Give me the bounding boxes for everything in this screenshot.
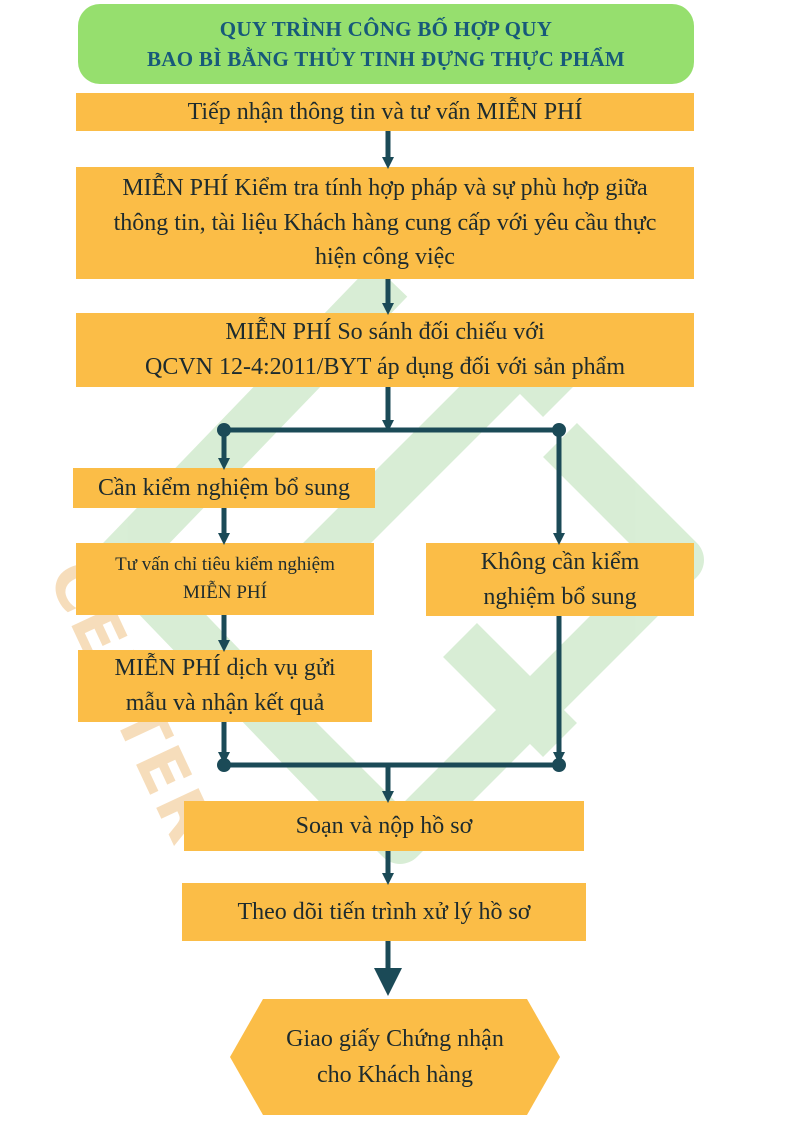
step-check-legality: MIỄN PHÍ Kiểm tra tính hợp pháp và sự ph… [76, 167, 694, 279]
step-check-legality-line-3: hiện công việc [315, 244, 455, 271]
step-compare-standard-line-2: QCVN 12-4:2011/BYT áp dụng đối với sản p… [145, 354, 625, 380]
merge-right-dot [552, 758, 566, 772]
step-prepare-dossier-label: Soạn và nộp hồ sơ [295, 812, 473, 839]
step-track-progress-label: Theo dõi tiến trình xử lý hồ sơ [237, 898, 531, 925]
step-deliver-certificate-line-2: cho Khách hàng [317, 1062, 473, 1088]
step-consult-criteria: Tư vấn chỉ tiêu kiểm nghiệm MIỄN PHÍ [76, 543, 374, 615]
step-deliver-certificate-line-1: Giao giấy Chứng nhận [286, 1026, 504, 1052]
step-track-progress: Theo dõi tiến trình xử lý hồ sơ [182, 883, 586, 941]
step-deliver-certificate: Giao giấy Chứng nhận cho Khách hàng [230, 999, 560, 1115]
arrow-5-6-head [374, 968, 402, 996]
step-prepare-dossier: Soạn và nộp hồ sơ [184, 801, 584, 851]
step-need-testing: Cần kiểm nghiệm bổ sung [73, 468, 375, 508]
split-right-dot [552, 423, 566, 437]
step-compare-standard: MIỄN PHÍ So sánh đối chiếu với QCVN 12-4… [76, 313, 694, 387]
step-no-testing-line-2: nghiệm bổ sung [483, 583, 637, 610]
step-receive-info-label: Tiếp nhận thông tin và tư vấn MIỄN PHÍ [187, 98, 583, 125]
step-no-testing: Không cần kiểm nghiệm bổ sung [426, 543, 694, 616]
step-check-legality-line-2: thông tin, tài liệu Khách hàng cung cấp … [113, 209, 657, 236]
step-consult-criteria-line-2: MIỄN PHÍ [183, 582, 267, 603]
step-consult-criteria-line-1: Tư vấn chỉ tiêu kiểm nghiệm [115, 554, 335, 576]
title-line-2: BAO BÌ BẰNG THỦY TINH ĐỰNG THỰC PHẨM [146, 47, 626, 71]
step-send-samples-line-1: MIỄN PHÍ dịch vụ gửi [114, 655, 336, 682]
step-compare-standard-line-1: MIỄN PHÍ So sánh đối chiếu với [225, 319, 545, 346]
step-need-testing-label: Cần kiểm nghiệm bổ sung [98, 474, 350, 501]
diagram-title: QUY TRÌNH CÔNG BỐ HỢP QUY BAO BÌ BẰNG TH… [78, 4, 694, 84]
step-no-testing-line-1: Không cần kiểm [480, 548, 640, 575]
title-line-1: QUY TRÌNH CÔNG BỐ HỢP QUY [219, 16, 553, 41]
step-send-samples: MIỄN PHÍ dịch vụ gửi mẫu và nhận kết quả [78, 650, 372, 722]
step-receive-info: Tiếp nhận thông tin và tư vấn MIỄN PHÍ [76, 93, 694, 131]
step-check-legality-line-1: MIỄN PHÍ Kiểm tra tính hợp pháp và sự ph… [122, 174, 648, 201]
merge-left-dot [217, 758, 231, 772]
step-send-samples-line-2: mẫu và nhận kết quả [125, 690, 325, 716]
split-left-dot [217, 423, 231, 437]
